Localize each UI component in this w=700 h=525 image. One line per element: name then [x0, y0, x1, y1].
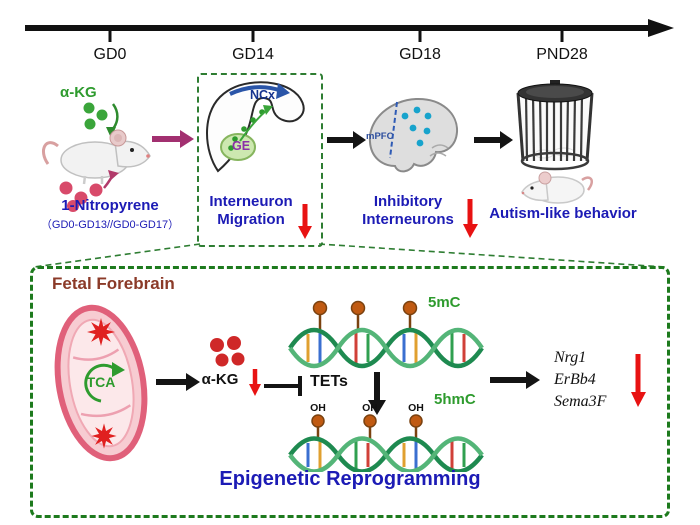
black-arrow-icon: [156, 373, 200, 391]
tets-label: TETs: [310, 373, 348, 390]
gene-label: ErBb4: [554, 371, 596, 388]
mouse-illustration: [521, 171, 593, 204]
akg-red-dots-icon: [210, 336, 245, 367]
decrease-arrow-icon: [631, 354, 646, 407]
gd14-caption-line2: Migration: [217, 211, 285, 228]
cage-illustration: [516, 80, 594, 171]
gene-label: Sema3F: [554, 393, 607, 410]
pnd28-caption: Autism-like behavior: [489, 205, 637, 222]
nitropyrene-dots-icon: [59, 170, 119, 212]
oh-label: OH: [310, 402, 326, 414]
mechanism-panel-box: [30, 266, 670, 518]
decrease-arrow-icon: [463, 199, 478, 238]
dna-helix-5hmc-illustration: [288, 414, 484, 472]
gd14-caption-line1: Interneuron: [209, 193, 293, 210]
inhibition-bar-icon: [264, 376, 302, 396]
ncx-label: NCx: [250, 88, 276, 102]
gd18-caption-line1: Inhibitory: [373, 193, 443, 210]
mouse-illustration: [42, 129, 151, 185]
ge-label: GE: [232, 139, 251, 153]
timeline-arrow: [25, 19, 674, 42]
exposure-schedule: （GD0-GD13//GD0-GD17）: [40, 219, 180, 231]
oh-label: OH: [362, 402, 378, 414]
dna-helix-5mc-illustration: [288, 300, 484, 369]
timeline-label-gd14: GD14: [232, 46, 274, 63]
mitochondria-illustration: [54, 304, 148, 462]
mechanism-caption: Epigenetic Reprogramming: [219, 468, 481, 490]
black-down-arrow-icon: [368, 372, 386, 415]
5mc-label: 5mC: [428, 294, 461, 311]
black-arrow-icon: [327, 131, 366, 149]
gene-label: Nrg1: [554, 349, 587, 366]
exposure-name: 1-Nitropyrene: [61, 197, 159, 214]
mpfc-label: mPFC: [366, 131, 394, 142]
gd18-caption: Inhibitory Interneurons: [346, 193, 470, 229]
gd14-caption: Interneuron Migration: [197, 193, 305, 229]
5hmc-label: 5hmC: [434, 391, 476, 408]
black-arrow-icon: [490, 371, 540, 389]
gd18-caption-line2: Interneurons: [362, 211, 454, 228]
decrease-arrow-icon: [249, 369, 261, 396]
mechanism-title: Fetal Forebrain: [52, 274, 175, 293]
brain-illustration: [368, 97, 459, 173]
oh-label: OH: [408, 402, 424, 414]
timeline-label-gd0: GD0: [93, 46, 127, 63]
timeline-label-pnd28: PND28: [536, 46, 588, 63]
akg-dots-icon: [83, 102, 119, 138]
tca-label: TCA: [86, 374, 116, 390]
akg-exposure-label: α-KG: [60, 84, 97, 101]
timeline-label-gd18: GD18: [399, 46, 441, 63]
fetal-brain-section-illustration: [206, 81, 305, 173]
decrease-arrow-icon: [298, 204, 312, 239]
black-arrow-icon: [474, 131, 513, 149]
magenta-arrow-icon: [152, 130, 194, 148]
akg-mechanism-label: α-KG: [201, 371, 239, 388]
